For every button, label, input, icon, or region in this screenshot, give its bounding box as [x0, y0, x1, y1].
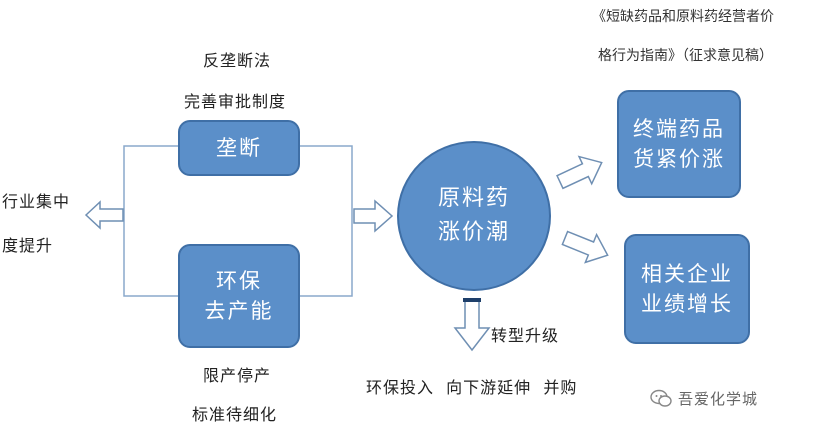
label-production-limit: 限产停产 [203, 366, 272, 385]
node-environment: 环保 去产能 [178, 244, 300, 348]
node-api-price-surge: 原料药 涨价潮 [397, 141, 551, 291]
node-performance-label-1: 相关企业 [641, 262, 733, 286]
watermark-text: 吾爱化学城 [678, 390, 759, 408]
arrow-left [84, 200, 124, 230]
node-performance-label-2: 业绩增长 [641, 292, 733, 316]
label-antimonopoly-law: 反垄断法 [203, 51, 272, 70]
node-terminal-label-1: 终端药品 [633, 117, 725, 141]
node-monopoly: 垄断 [178, 120, 300, 176]
label-transform-upgrade: 转型升级 [491, 326, 560, 345]
node-terminal-drugs: 终端药品 货紧价涨 [617, 90, 741, 198]
node-environment-label-1: 环保 [216, 269, 262, 293]
bracket-right [300, 145, 353, 297]
watermark: 吾爱化学城 [650, 388, 758, 409]
label-concentration-2: 度提升 [2, 236, 54, 255]
bracket-left [123, 145, 178, 297]
note-line-2: 格行为指南》（征求意见稿） [598, 48, 773, 64]
label-standards: 标准待细化 [192, 405, 278, 424]
label-concentration-1: 行业集中 [2, 192, 71, 211]
node-center-label-1: 原料药 [437, 186, 510, 211]
node-performance: 相关企业 业绩增长 [624, 234, 750, 344]
wechat-icon [650, 389, 672, 407]
node-environment-label-2: 去产能 [204, 299, 274, 323]
arrow-up-right [556, 155, 603, 190]
arrow-down-right [561, 230, 609, 264]
label-approval-system: 完善审批制度 [184, 92, 287, 111]
note-line-1: 《短缺药品和原料药经营者价 [592, 9, 774, 25]
arrow-down [453, 299, 491, 352]
node-monopoly-label: 垄断 [216, 136, 262, 160]
node-terminal-label-2: 货紧价涨 [633, 147, 725, 171]
node-center-label-2: 涨价潮 [437, 220, 510, 245]
arrow-to-center [353, 199, 394, 233]
label-actions: 环保投入 向下游延伸 并购 [366, 378, 578, 397]
